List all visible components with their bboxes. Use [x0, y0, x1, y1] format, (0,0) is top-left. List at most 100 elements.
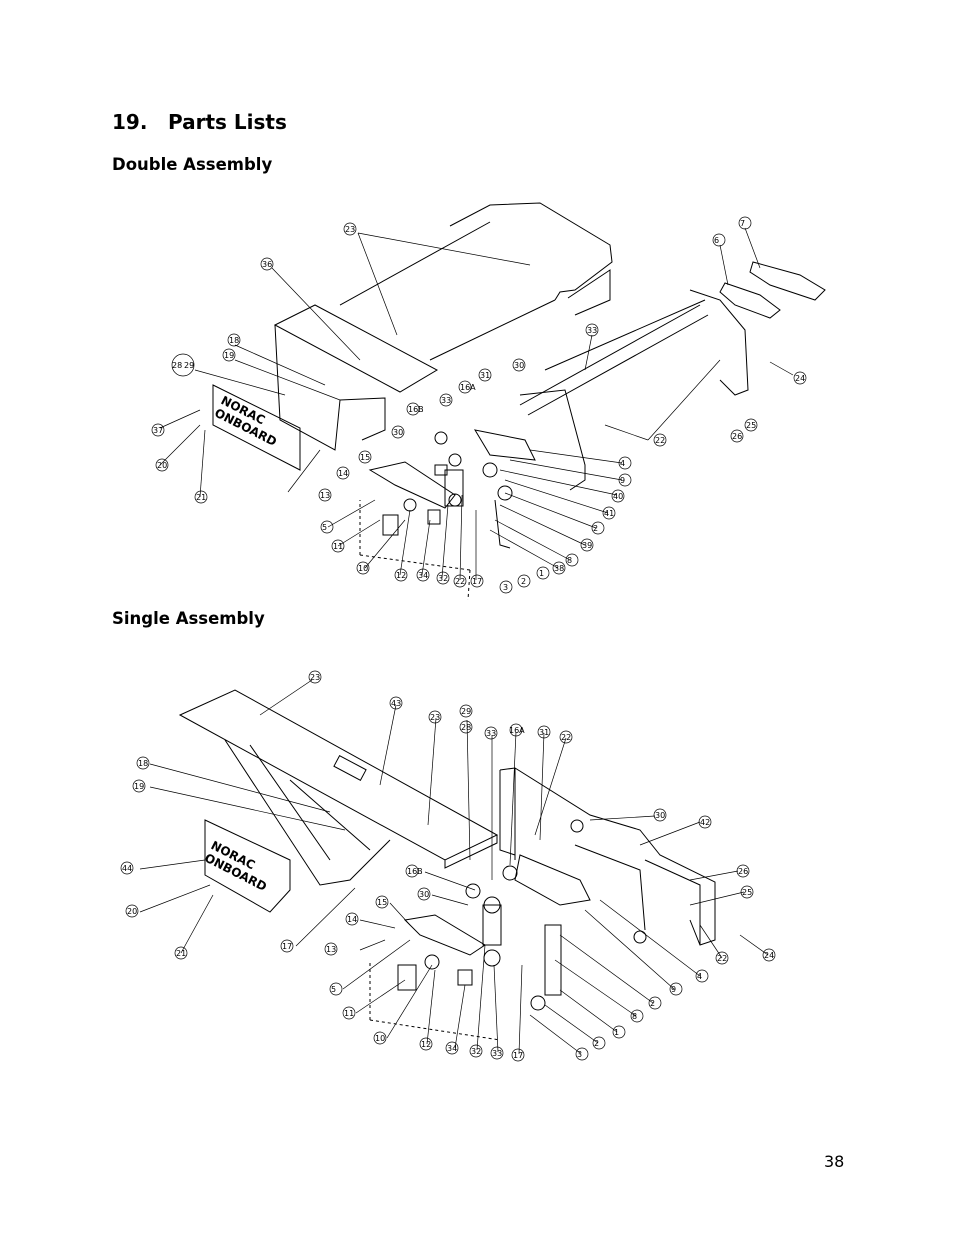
svg-text:25: 25	[746, 421, 756, 430]
norac-logo: NORAC ONBOARD	[212, 393, 279, 449]
svg-text:4: 4	[620, 459, 625, 468]
svg-text:17: 17	[472, 577, 482, 586]
svg-text:9: 9	[620, 476, 625, 485]
svg-text:1: 1	[539, 569, 544, 578]
svg-text:18: 18	[138, 759, 148, 768]
svg-text:11: 11	[333, 542, 343, 551]
svg-text:11: 11	[344, 1009, 354, 1018]
svg-text:5: 5	[322, 523, 327, 532]
svg-text:42: 42	[700, 818, 710, 827]
link-plate	[403, 914, 486, 956]
svg-text:34: 34	[447, 1044, 457, 1053]
svg-text:30: 30	[419, 890, 429, 899]
svg-text:2: 2	[594, 1039, 599, 1048]
svg-text:33: 33	[486, 729, 496, 738]
svg-text:1: 1	[614, 1028, 619, 1037]
svg-text:26: 26	[732, 432, 742, 441]
svg-text:4: 4	[697, 972, 702, 981]
svg-text:17: 17	[513, 1051, 523, 1060]
top-plate	[178, 689, 499, 861]
cross-shaft	[519, 299, 709, 416]
section-number: 19.	[112, 110, 148, 134]
logo-plate	[212, 384, 301, 471]
single-callouts: 23 43 23 29 28 33 16A 31 22 18 19 30 42 …	[122, 673, 774, 1060]
double-callouts: 23 36 6 7 33 18 19 28 29 16A 31 30 24 37…	[153, 219, 805, 592]
svg-text:23: 23	[345, 225, 355, 234]
svg-text:31: 31	[539, 728, 549, 737]
svg-text:2: 2	[521, 577, 526, 586]
link-plate	[368, 461, 456, 509]
svg-text:30: 30	[514, 361, 524, 370]
svg-text:38: 38	[554, 564, 564, 573]
svg-text:22: 22	[455, 577, 465, 586]
svg-text:17: 17	[282, 942, 292, 951]
svg-text:15: 15	[377, 898, 387, 907]
svg-text:37: 37	[153, 426, 163, 435]
svg-text:44: 44	[122, 864, 132, 873]
svg-text:36: 36	[262, 260, 272, 269]
svg-text:30: 30	[655, 811, 665, 820]
svg-text:25: 25	[742, 888, 752, 897]
svg-text:29: 29	[184, 361, 194, 370]
norac-logo: NORAC ONBOARD	[202, 838, 269, 894]
svg-text:3: 3	[577, 1050, 582, 1059]
svg-text:19: 19	[224, 351, 234, 360]
svg-text:10: 10	[375, 1034, 385, 1043]
svg-text:22: 22	[717, 954, 727, 963]
single-assembly-drawing: NORAC ONBOARD 23 43 23 29 28 33 16A 31 2…	[120, 670, 776, 1062]
svg-text:32: 32	[438, 574, 448, 583]
svg-text:24: 24	[795, 374, 805, 383]
svg-text:16A: 16A	[460, 383, 476, 392]
section-title: Parts Lists	[168, 110, 287, 134]
svg-text:18: 18	[229, 336, 239, 345]
svg-text:40: 40	[613, 492, 623, 501]
svg-text:33: 33	[587, 326, 597, 335]
svg-text:39: 39	[582, 541, 592, 550]
svg-text:7: 7	[740, 219, 745, 228]
svg-text:5: 5	[331, 985, 336, 994]
svg-text:15: 15	[360, 453, 370, 462]
svg-text:33: 33	[492, 1049, 502, 1058]
svg-text:2: 2	[650, 999, 655, 1008]
svg-text:8: 8	[632, 1012, 637, 1021]
svg-text:34: 34	[418, 571, 428, 580]
svg-text:10: 10	[358, 564, 368, 573]
plate-7	[749, 261, 826, 301]
svg-text:28: 28	[172, 361, 182, 370]
svg-text:16B: 16B	[407, 867, 423, 876]
svg-text:43: 43	[391, 699, 401, 708]
svg-text:28: 28	[461, 723, 471, 732]
top-plate	[449, 202, 613, 301]
plate-6	[719, 282, 781, 319]
double-assembly-drawing: NORAC ONBOARD 23 36 6 7 33 18 19 28 29 1…	[151, 202, 826, 601]
top-plate-side	[567, 269, 611, 316]
main-bracket	[273, 304, 439, 393]
svg-text:41: 41	[604, 509, 614, 518]
svg-text:13: 13	[320, 491, 330, 500]
svg-text:31: 31	[480, 371, 490, 380]
svg-text:20: 20	[157, 461, 167, 470]
svg-text:30: 30	[393, 428, 403, 437]
svg-text:12: 12	[396, 571, 406, 580]
logo-plate	[204, 819, 291, 913]
section-heading: 19. Parts Lists	[112, 110, 287, 134]
svg-text:21: 21	[176, 949, 186, 958]
svg-text:23: 23	[430, 713, 440, 722]
svg-text:3: 3	[503, 583, 508, 592]
svg-text:23: 23	[310, 673, 320, 682]
page-number: 38	[824, 1152, 845, 1171]
svg-text:13: 13	[326, 945, 336, 954]
svg-text:19: 19	[134, 782, 144, 791]
bracket-42	[499, 767, 716, 946]
svg-text:26: 26	[738, 867, 748, 876]
svg-text:20: 20	[127, 907, 137, 916]
single-assembly-title: Single Assembly	[112, 609, 265, 628]
svg-text:6: 6	[714, 236, 719, 245]
svg-text:29: 29	[461, 707, 471, 716]
svg-text:16B: 16B	[408, 405, 424, 414]
svg-text:12: 12	[421, 1040, 431, 1049]
svg-text:22: 22	[655, 436, 665, 445]
svg-text:2: 2	[593, 524, 598, 533]
svg-text:14: 14	[347, 915, 357, 924]
svg-text:16A: 16A	[509, 726, 525, 735]
